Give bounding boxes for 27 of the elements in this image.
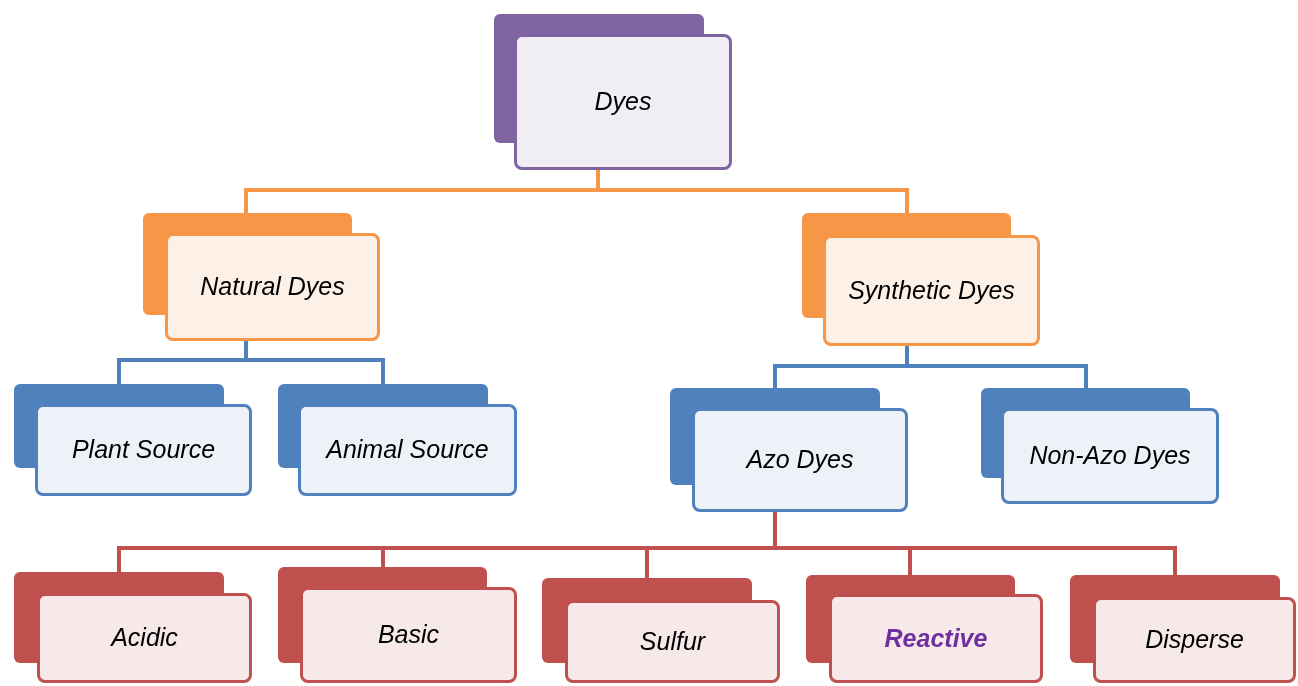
category-label: Acidic	[111, 622, 178, 654]
category-label: Synthetic Dyes	[848, 274, 1015, 306]
category-card	[670, 388, 908, 512]
category-label: Animal Source	[326, 434, 489, 466]
category-card	[14, 384, 252, 496]
category-card	[802, 213, 1040, 346]
category-card	[981, 388, 1219, 504]
category-card	[806, 575, 1043, 683]
category-card	[278, 384, 517, 496]
category-label: Azo Dyes	[746, 444, 854, 476]
category-label: Natural Dyes	[200, 271, 345, 303]
category-label: Reactive	[884, 622, 988, 654]
category-card	[1070, 575, 1296, 683]
category-label: Sulfur	[639, 625, 706, 657]
category-card	[14, 572, 252, 683]
category-label: Basic	[377, 619, 440, 651]
category-card	[278, 567, 517, 683]
category-card	[542, 578, 780, 683]
category-card	[494, 14, 732, 170]
category-card	[143, 213, 380, 341]
category-label: Plant Source	[71, 434, 216, 466]
category-label: Disperse	[1145, 624, 1244, 656]
connector-line	[244, 341, 385, 384]
category-label: Dyes	[594, 86, 652, 118]
category-label: Non-Azo Dyes	[1029, 440, 1191, 472]
connector-line	[773, 512, 1177, 575]
connector-line	[596, 170, 909, 213]
